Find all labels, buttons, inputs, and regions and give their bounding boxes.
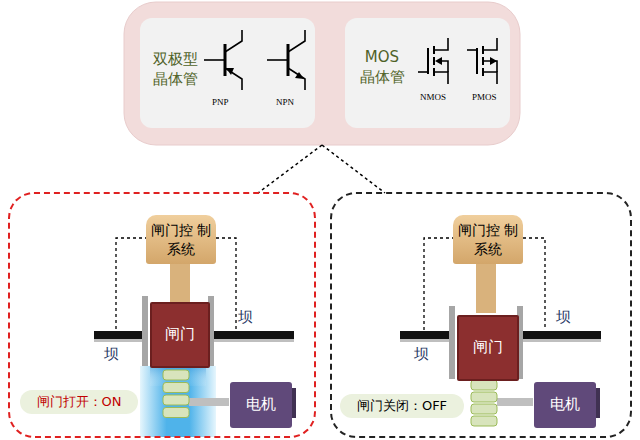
control-box: 闸门控 制系统 bbox=[453, 215, 523, 264]
motor-box: 电机 bbox=[230, 382, 292, 428]
top-panel-fill bbox=[124, 2, 520, 145]
dam-label: 坝 bbox=[556, 310, 571, 325]
dam-label: 坝 bbox=[414, 347, 429, 362]
node-text: 闸门控 制系统 bbox=[453, 221, 523, 257]
pnp-symbol bbox=[204, 30, 242, 90]
nmos-symbol bbox=[418, 38, 448, 84]
pin-name: PNP bbox=[212, 98, 229, 107]
gate-plate bbox=[163, 395, 189, 405]
npn-symbol bbox=[267, 30, 305, 90]
dotted-connector bbox=[322, 145, 385, 193]
gate-box: 闸门 bbox=[150, 302, 210, 368]
off-state-frame: 闸门控 制系统闸门电机 闸门关闭：OFF bbox=[330, 192, 632, 438]
gate-plate bbox=[471, 404, 497, 414]
node-text: 双极型 晶体管 bbox=[150, 50, 200, 89]
gate-plate bbox=[163, 408, 189, 418]
mos-panel-fill bbox=[345, 18, 510, 128]
pin-name: NPN bbox=[276, 98, 294, 107]
node-text: MOS 晶体管 bbox=[357, 48, 407, 87]
node-text: 闸门关闭：OFF bbox=[353, 398, 451, 415]
gate-plate bbox=[471, 392, 497, 402]
pin-name: PMOS bbox=[472, 93, 497, 102]
node-text: 闸门 bbox=[469, 338, 507, 358]
state-pill: 闸门打开：ON bbox=[20, 390, 138, 414]
control-box: 闸门控 制系统 bbox=[146, 215, 216, 264]
dotted-connector bbox=[258, 145, 322, 193]
state-pill: 闸门关闭：OFF bbox=[340, 394, 464, 418]
on-state-frame: 闸门控 制系统闸门电机 闸门打开：ON bbox=[8, 192, 316, 438]
node-text: 闸门控 制系统 bbox=[146, 221, 216, 257]
gate-plate bbox=[471, 380, 497, 390]
node-text: 闸门打开：ON bbox=[33, 394, 126, 411]
gate-plate bbox=[471, 416, 497, 426]
mos-panel: MOS 晶体管 bbox=[345, 18, 510, 128]
pin-name: NMOS bbox=[420, 93, 446, 102]
node-text: 电机 bbox=[546, 395, 584, 415]
gate-plate bbox=[163, 383, 189, 393]
motor-box: 电机 bbox=[534, 382, 596, 428]
gate-plate bbox=[163, 370, 189, 380]
dam-label: 坝 bbox=[238, 310, 253, 325]
gate-box: 闸门 bbox=[457, 315, 519, 381]
pmos-symbol bbox=[467, 38, 497, 84]
bjt-panel-fill bbox=[140, 18, 315, 128]
bjt-panel: 双极型 晶体管 bbox=[140, 18, 315, 128]
dam-label: 坝 bbox=[104, 347, 119, 362]
transistor-panel: 双极型 晶体管 MOS 晶体管 bbox=[124, 2, 520, 145]
node-text: 电机 bbox=[242, 395, 280, 415]
node-text: 闸门 bbox=[161, 325, 199, 345]
